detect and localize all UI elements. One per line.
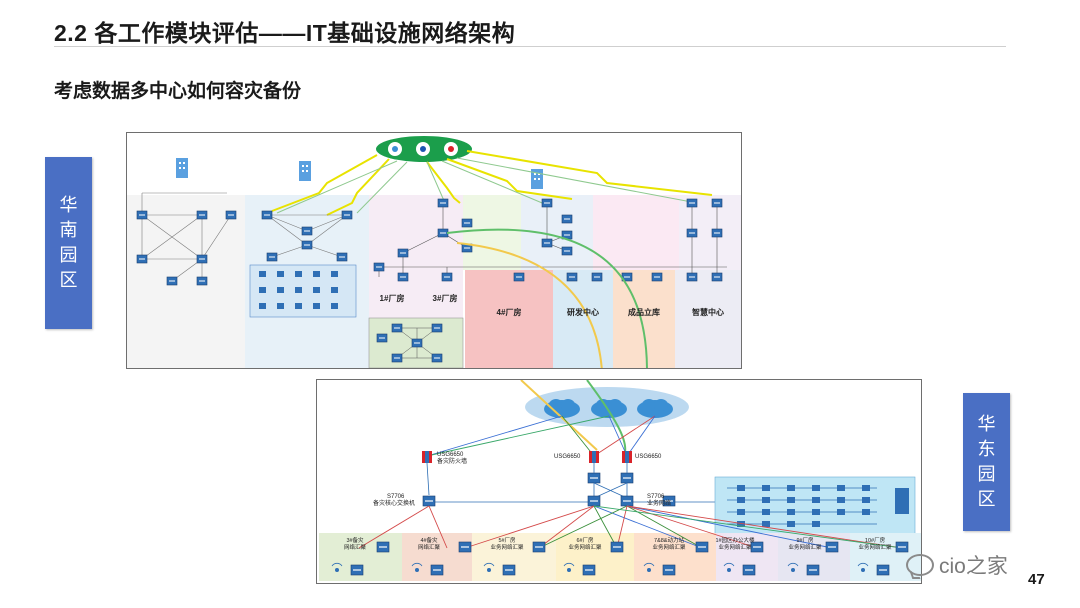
region-south-char-4: 区: [59, 270, 78, 290]
wechat-bubble-icon: [906, 554, 934, 576]
server-rack-group: [249, 264, 357, 318]
core-left-desc: 备灾核心交换机: [373, 499, 415, 507]
fw-mid-model: USG6650: [554, 454, 581, 460]
zone-smart: [675, 270, 741, 368]
south-campus-network-diagram: 1#厂房 3#厂房 4#厂房 研发中心 成品立库 智慧中心: [126, 132, 742, 369]
region-east-char-2: 东: [977, 439, 996, 459]
core-right-model: S7706: [647, 494, 665, 500]
group-6-l1: 1#园区办公大楼: [715, 536, 755, 544]
region-tag-east: 华 东 园 区: [963, 393, 1010, 531]
fw-right-model: USG6650: [635, 454, 662, 460]
group-5-l1: 7&8&动力站: [654, 536, 684, 544]
watermark-text: cio之家: [939, 555, 1008, 578]
east-campus-network-diagram: USG6650 备灾防火墙 USG6650 USG6650 S7706 备灾核心…: [316, 379, 922, 584]
group-3-l1: 5#厂房: [498, 536, 516, 544]
core-left-model: S7706: [387, 494, 405, 500]
group-4-l1: 6#厂房: [576, 536, 594, 544]
zone-d: [463, 195, 521, 270]
group-5-l2: 业务网络汇聚: [652, 543, 686, 551]
group-2-l2: 网络汇聚: [418, 543, 441, 551]
fw-left-desc: 备灾防火墙: [437, 457, 467, 465]
region-east-char-1: 华: [977, 414, 996, 434]
group-3-l2: 业务网络汇聚: [490, 543, 524, 551]
zone-rd: [553, 270, 613, 368]
group-1-l2: 网络汇聚: [344, 543, 367, 551]
group-8-l1: 10#厂房: [865, 536, 886, 544]
group-1-l1: 3#备灾: [346, 536, 364, 544]
core-right-sub: 业务网络: [647, 499, 671, 507]
group-8-l2: 业务网络汇聚: [858, 543, 892, 551]
fw-left-model: USG6650: [437, 452, 464, 458]
zone-label-1: 1#厂房: [380, 293, 405, 303]
group-2-l1: 4#备灾: [420, 536, 438, 544]
region-east-char-3: 园: [977, 464, 996, 484]
zone-stock: [613, 270, 675, 368]
zone-label-stock: 成品立库: [628, 307, 660, 317]
watermark: cio之家: [906, 549, 1040, 581]
region-east-char-4: 区: [977, 489, 996, 509]
group-7-l1: 9#厂房: [796, 536, 814, 544]
slide-subtitle: 考虑数据多中心如何容灾备份: [54, 81, 302, 102]
dr-link-yellow: [456, 242, 603, 368]
group-4-l2: 业务网络汇聚: [568, 543, 602, 551]
zone-label-4: 4#厂房: [497, 307, 522, 317]
zone-label-rd: 研发中心: [567, 307, 599, 317]
group-6-l2: 业务网络汇聚: [718, 543, 752, 551]
zone-4-fab: [465, 270, 553, 368]
title-divider: [54, 46, 1006, 47]
zone-label-smart: 智慧中心: [692, 307, 724, 317]
group-7-l2: 业务网络汇聚: [788, 543, 822, 551]
slide-title: 2.2 各工作模块评估——IT基础设施网络架构: [54, 20, 516, 46]
page-number: 47: [1028, 571, 1045, 588]
zone-e: [593, 195, 679, 270]
region-south-char-2: 南: [59, 220, 78, 240]
region-tag-south: 华 南 园 区: [45, 157, 92, 329]
zone-label-3: 3#厂房: [433, 293, 458, 303]
region-south-char-3: 园: [59, 245, 78, 265]
region-south-char-1: 华: [59, 195, 78, 215]
dr-link-green: [446, 228, 648, 368]
